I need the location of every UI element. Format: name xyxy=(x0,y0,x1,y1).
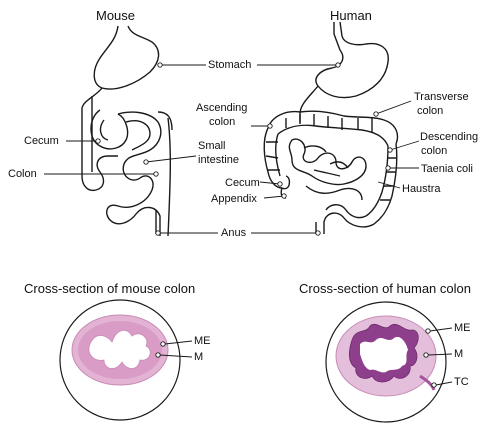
header-mouse: Mouse xyxy=(96,8,136,23)
label-small-intestine-line2: intestine xyxy=(198,154,239,166)
label-descending-colon-line2: colon xyxy=(421,145,448,157)
mouse-colon xyxy=(106,111,162,236)
human-gi-tract xyxy=(263,21,399,234)
human-cecum xyxy=(281,175,291,190)
leader-lines xyxy=(44,64,420,234)
label-taenia-coli: Taenia coli xyxy=(421,163,473,175)
label-me-mouse: ME xyxy=(194,335,211,347)
label-anus: Anus xyxy=(221,227,247,239)
mouse-cecum xyxy=(90,109,129,150)
mouse-lumen xyxy=(88,329,151,369)
mouse-cross-section xyxy=(59,299,193,421)
human-small-intestine xyxy=(288,138,367,186)
header-cross-section-human: Cross-section of human colon xyxy=(299,281,471,296)
label-me-human: ME xyxy=(454,322,471,334)
label-colon-mouse: Colon xyxy=(8,168,37,180)
label-tc-human: TC xyxy=(454,376,469,388)
label-haustra: Haustra xyxy=(402,183,441,195)
label-m-human: M xyxy=(454,348,464,360)
label-transverse-colon-line2: colon xyxy=(417,105,444,117)
human-transverse-colon xyxy=(267,110,399,145)
label-appendix: Appendix xyxy=(211,193,257,205)
leader-dots xyxy=(95,62,393,236)
human-cross-section xyxy=(325,301,453,423)
label-cecum-mouse: Cecum xyxy=(24,135,59,147)
label-small-intestine-line1: Small xyxy=(198,140,226,152)
header-human: Human xyxy=(330,8,372,23)
label-transverse-colon-line1: Transverse xyxy=(414,91,469,103)
human-stomach xyxy=(315,21,389,99)
label-ascending-colon-line2: colon xyxy=(209,116,236,128)
mouse-gi-tract xyxy=(81,25,173,237)
label-m-mouse: M xyxy=(194,351,204,363)
label-stomach: Stomach xyxy=(208,59,252,71)
mouse-small-intestine xyxy=(81,87,118,192)
label-cecum-human: Cecum xyxy=(225,177,260,189)
label-descending-colon-line1: Descending xyxy=(420,131,479,143)
human-descending-colon xyxy=(373,143,398,225)
human-ascending-colon xyxy=(263,127,283,189)
mouse-stomach xyxy=(93,25,160,90)
label-ascending-colon-line1: Ascending xyxy=(196,102,248,114)
header-cross-section-mouse: Cross-section of mouse colon xyxy=(24,281,196,296)
